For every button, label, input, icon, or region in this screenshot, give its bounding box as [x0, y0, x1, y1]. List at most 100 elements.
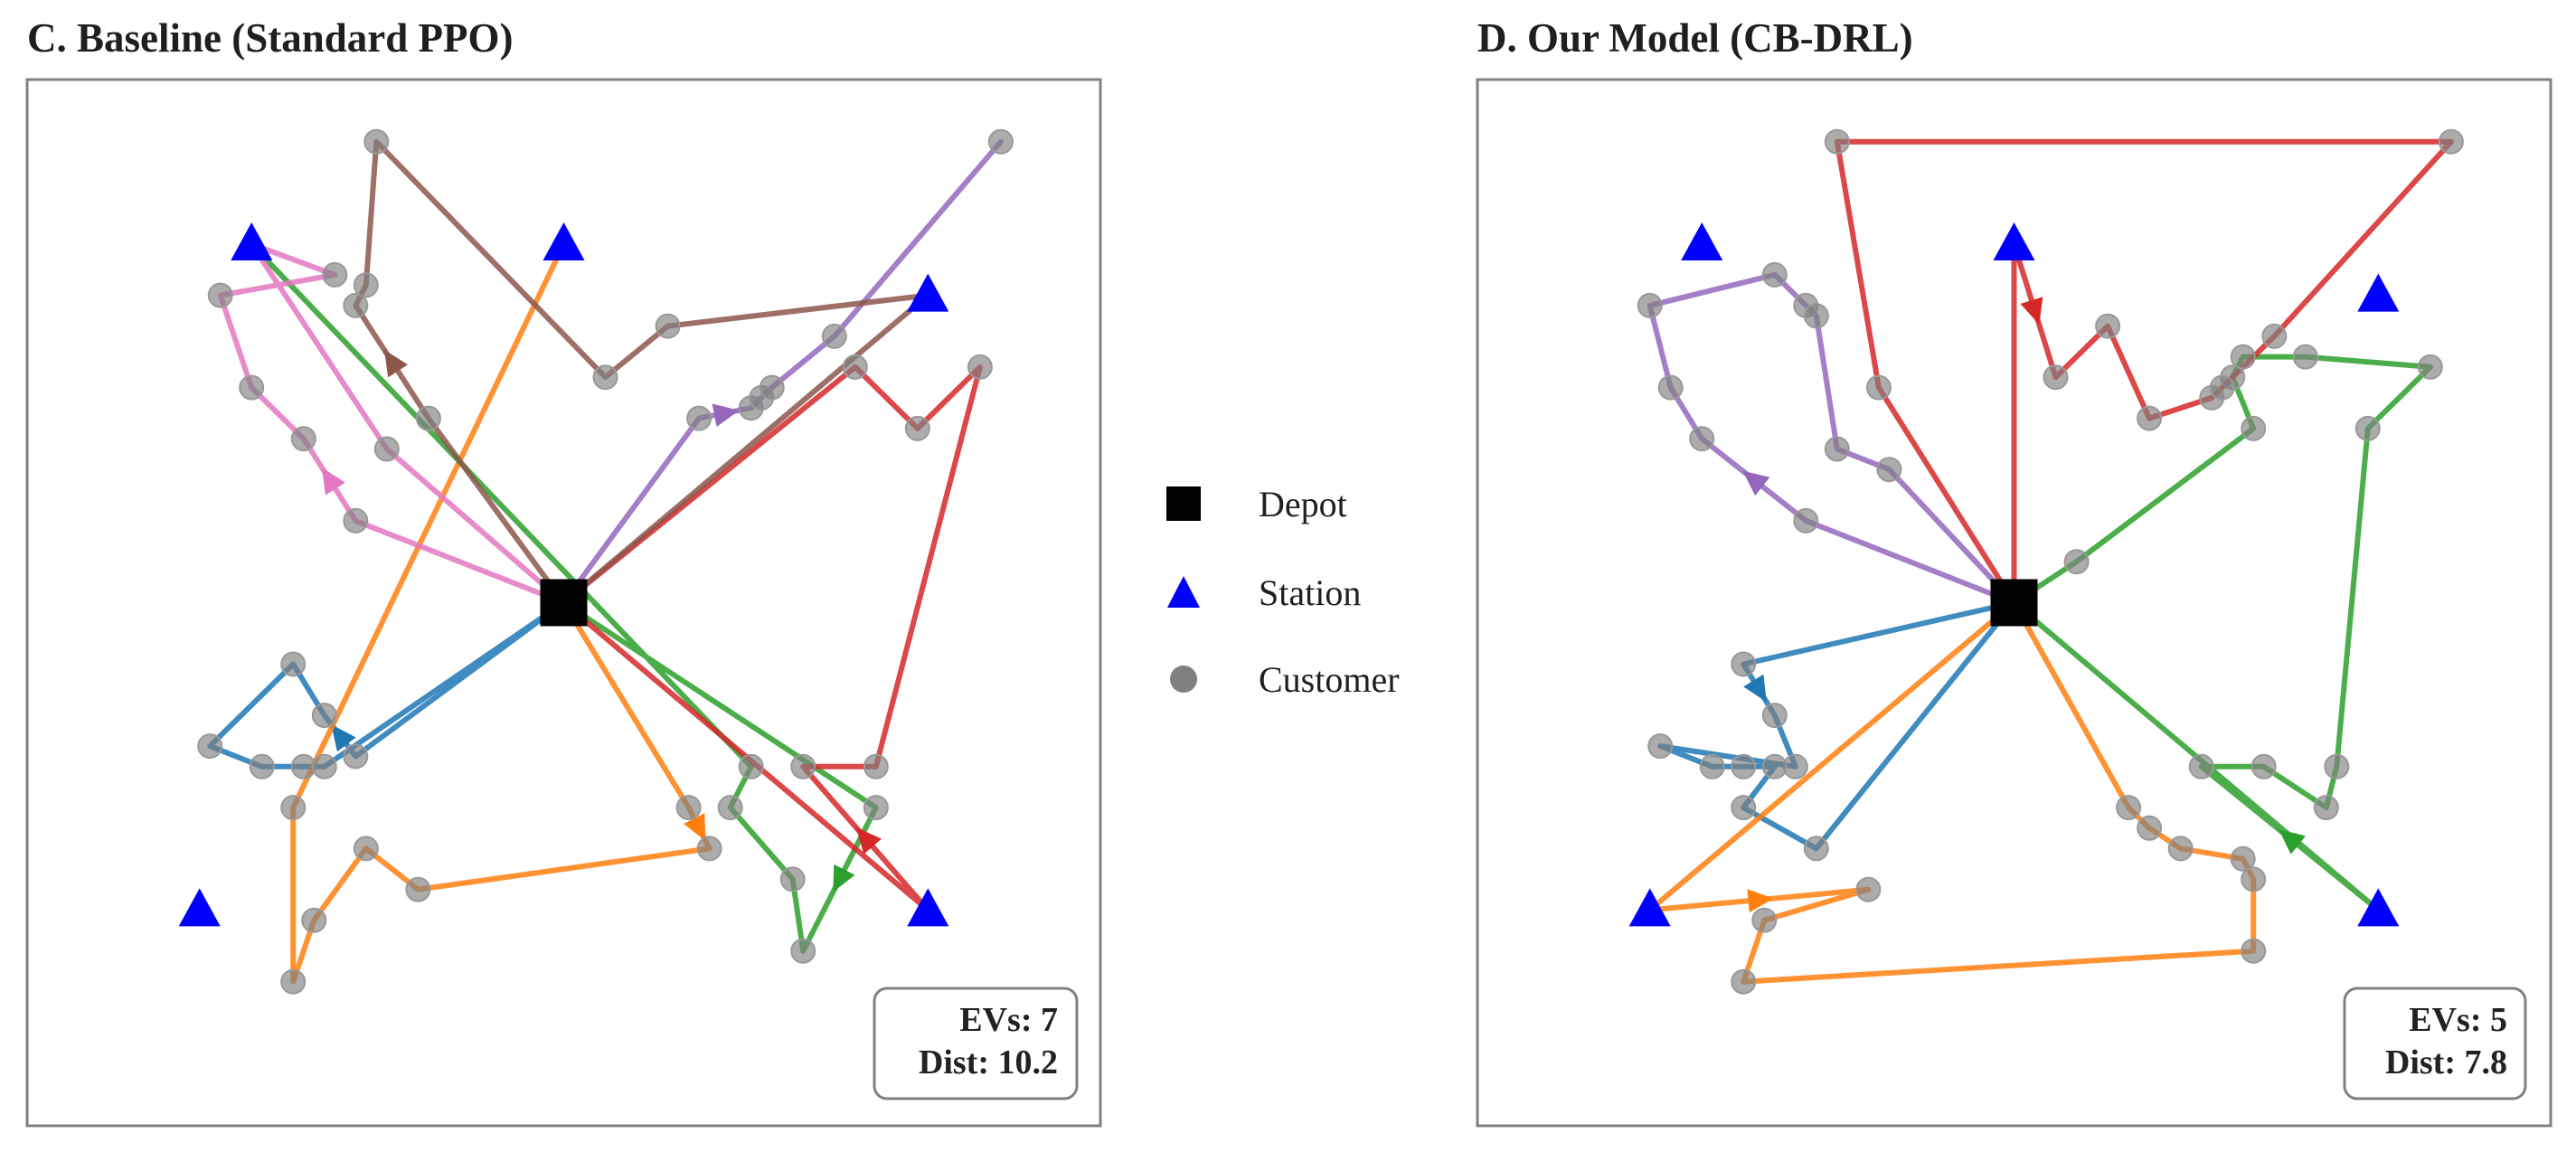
- panel-c-customer: [343, 507, 369, 534]
- panel-c-customer: [967, 354, 993, 380]
- panel-c-customer: [353, 836, 379, 862]
- legend-label-station: Station: [1259, 572, 1361, 613]
- panel-d-plot: EVs: 5 Dist: 7.8: [1476, 78, 2552, 1128]
- panel-d-customer: [2324, 753, 2350, 779]
- panel-c-route-3-arrow-icon: [833, 864, 855, 892]
- panel-c-customer: [343, 743, 369, 770]
- panel-d-customer: [2167, 836, 2194, 862]
- panel-d-customer: [1647, 733, 1674, 760]
- panel-d-customers: [1637, 128, 2464, 995]
- panel-c-customer: [311, 703, 337, 729]
- panel-d-customer: [1793, 507, 1819, 534]
- panel-c-plot: EVs: 7 Dist: 10.2: [25, 78, 1102, 1128]
- panel-c-route-4-arrow-icon: [855, 827, 882, 855]
- depot-square-icon: [1166, 486, 1201, 521]
- panel-c-customer: [790, 753, 816, 779]
- panel-d-depot: [1990, 579, 2038, 627]
- panel-c-customer: [311, 753, 337, 779]
- panel-d-customer: [1731, 968, 1757, 995]
- panel-c-customer: [675, 795, 702, 821]
- panel-d-route-4-arrow-icon: [2020, 297, 2043, 325]
- panel-c-stats-box: EVs: 7 Dist: 10.2: [873, 987, 1079, 1100]
- panel-d-customer: [1731, 795, 1757, 821]
- panel-d-customer: [1824, 436, 1850, 462]
- panel-c-customer: [863, 795, 889, 821]
- panel-d-customer: [1751, 907, 1778, 933]
- panel-d-customer: [1689, 426, 1715, 452]
- panel-d-customer: [2209, 374, 2235, 401]
- panel-d-customer: [2241, 866, 2267, 892]
- panel-c-route-7-arrow-icon: [321, 467, 345, 496]
- panel-d-customer: [2043, 364, 2069, 391]
- panel-d-customer: [2250, 753, 2277, 779]
- panel-c-station-1: [231, 222, 273, 260]
- panel-c-customer: [987, 128, 1014, 155]
- legend-item-customer: Customer: [1170, 659, 1400, 700]
- panel-d-customer: [1803, 303, 1829, 329]
- panel-d-customer: [2095, 313, 2121, 339]
- panel-c-customer: [280, 968, 307, 995]
- panel-d-station-3: [2357, 273, 2400, 312]
- panel-c-customer: [696, 836, 722, 862]
- legend-label-depot: Depot: [1259, 484, 1347, 524]
- panel-c-route-1-arrow-icon: [331, 724, 356, 752]
- panel-c-customer: [779, 866, 806, 892]
- panel-d-route-3-arrow-icon: [2279, 829, 2307, 855]
- panel-c-customer: [759, 374, 785, 401]
- panel-c-title: C. Baseline (Standard PPO): [27, 15, 514, 61]
- panel-d-customer: [2230, 344, 2256, 370]
- panel-c-customer: [592, 364, 618, 391]
- panel-d-customer: [2261, 323, 2288, 349]
- panel-c-route-4: [561, 364, 983, 913]
- panel-c-route-2-arrow-icon: [684, 813, 706, 842]
- panel-d-customer: [1865, 374, 1892, 401]
- panel-d-customer: [1855, 876, 1882, 902]
- panel-d-station-5: [2357, 888, 2400, 927]
- panel-d-stats-box: EVs: 5 Dist: 7.8: [2343, 987, 2527, 1100]
- panel-c-customer: [863, 753, 889, 779]
- panel-d-customer: [2438, 128, 2464, 155]
- panel-d-evs-label: EVs: 5: [2409, 1001, 2507, 1039]
- panel-c-customer: [249, 753, 275, 779]
- panel-d-customer: [1761, 261, 1788, 288]
- panel-c-stats-frame: [873, 987, 1079, 1100]
- panel-c-customer: [301, 907, 327, 933]
- panel-d-customer: [1657, 374, 1684, 401]
- legend-label-customer: Customer: [1259, 659, 1400, 700]
- panel-d-customer: [1637, 292, 1663, 318]
- panel-d-customer: [1761, 753, 1788, 779]
- panel-d-customer: [2188, 753, 2214, 779]
- panel-c-customer: [904, 415, 930, 441]
- panel-d-stations: [1628, 222, 2400, 927]
- panel-c-station-3: [907, 273, 949, 312]
- panel-d-customer: [2063, 549, 2090, 575]
- panel-c-customer: [717, 795, 743, 821]
- panel-c-station-5: [907, 888, 949, 927]
- panel-d-customer: [2313, 795, 2339, 821]
- panel-d-route-2-arrow-icon: [1747, 889, 1774, 913]
- panel-c-station-4: [178, 888, 221, 927]
- panel-c-station-2: [543, 222, 585, 260]
- panel-c-customer: [405, 876, 431, 902]
- panel-c-dist-label: Dist: 10.2: [919, 1043, 1058, 1081]
- panel-d-title: D. Our Model (CB-DRL): [1477, 15, 1913, 61]
- panel-c-customer: [280, 795, 307, 821]
- panel-c-customer: [197, 733, 223, 760]
- panel-c-customer: [363, 128, 390, 155]
- panel-c-customer: [738, 753, 764, 779]
- panel-c-customer: [415, 405, 441, 431]
- panel-c-depot: [540, 579, 588, 627]
- panel-d-customer: [1731, 651, 1757, 677]
- panel-c-customer: [655, 313, 681, 339]
- legend-item-depot: Depot: [1166, 484, 1347, 524]
- panel-c-stations: [178, 222, 949, 927]
- panel-d-customer: [1731, 753, 1757, 779]
- panel-d-stats-frame: [2343, 987, 2527, 1100]
- legend: Depot Station Customer: [1166, 484, 1400, 700]
- panel-c-customer: [842, 354, 868, 380]
- panel-c-customer: [821, 323, 847, 349]
- panel-c-customer: [686, 405, 712, 431]
- panel-d-customer: [2230, 845, 2256, 872]
- panel-c-route-5-arrow-icon: [712, 403, 740, 427]
